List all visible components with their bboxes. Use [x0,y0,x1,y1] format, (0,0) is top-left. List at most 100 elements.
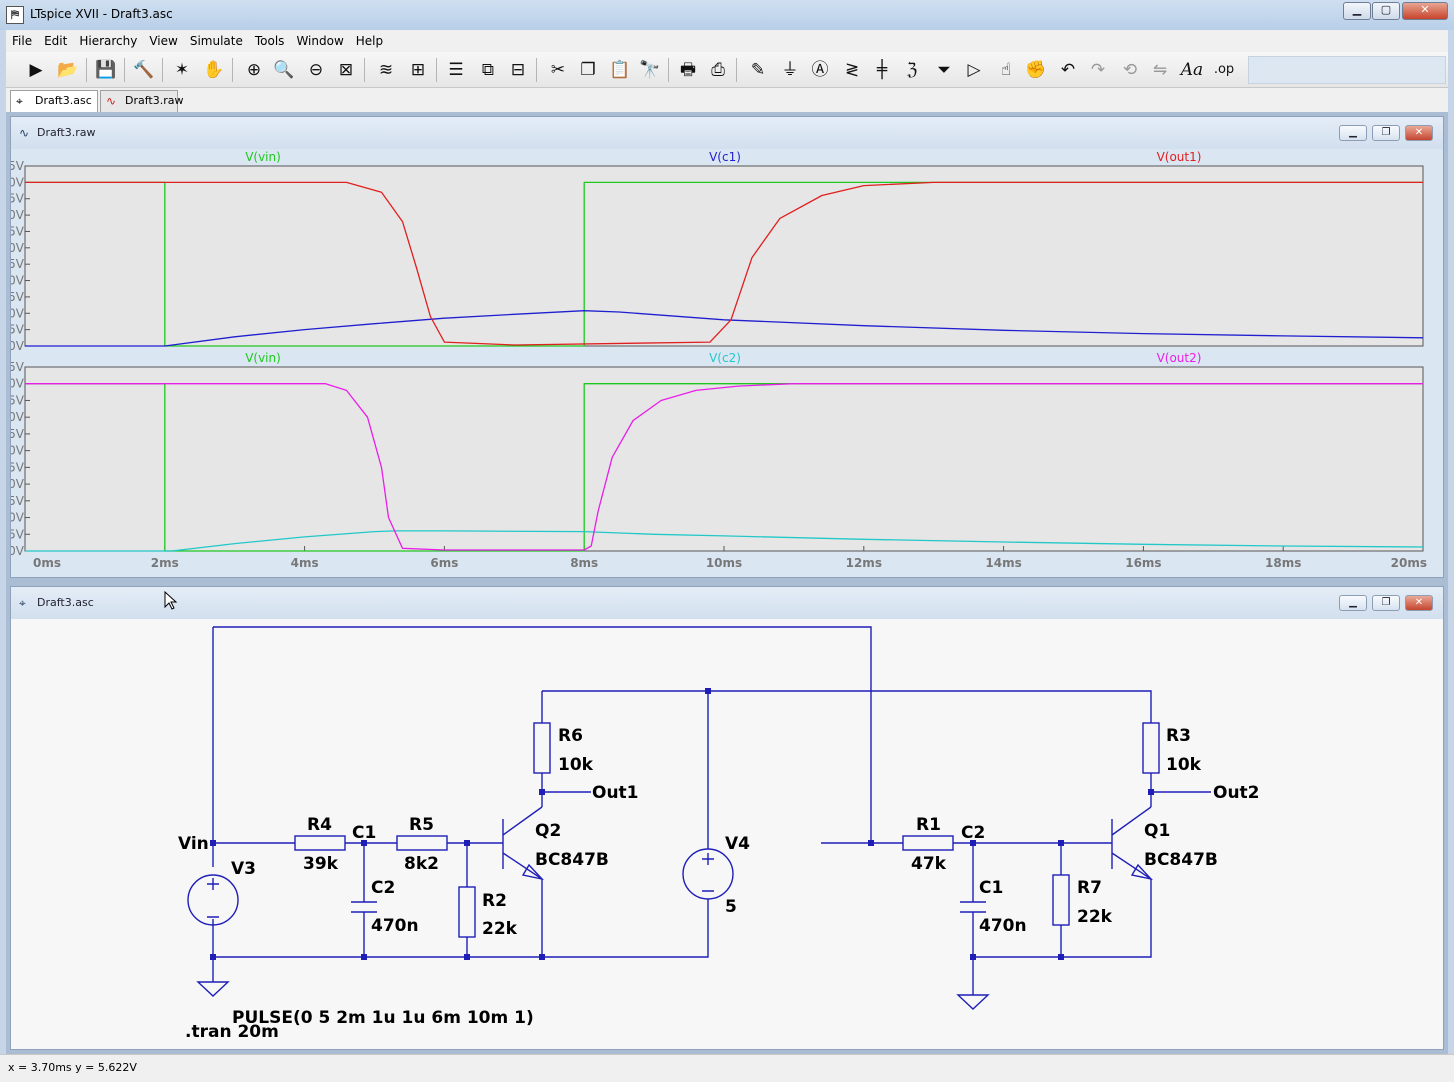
waveform-window-titlebar[interactable]: ∿ Draft3.raw ▁ ❐ ✕ [11,117,1443,149]
legend-vin-2[interactable]: V(vin) [245,351,281,365]
legend-c2[interactable]: V(c2) [709,351,741,365]
waveform-plot-area[interactable]: V(vin) V(c1) V(out1) V(vin) V(c2) V(out2… [11,149,1443,577]
resistor-r4[interactable] [294,835,346,851]
restore-button[interactable]: ❐ [1372,595,1400,611]
close-button[interactable]: ✕ [1402,2,1448,20]
capacitor-icon[interactable]: ╪ [876,60,888,80]
autorange-icon[interactable]: ≋ [378,60,394,80]
resistor-icon[interactable]: ≷ [844,60,860,80]
schematic-canvas[interactable]: Vin V3 R4 39k C1 R5 8k2 C2 470n R2 22k Q… [11,619,1443,1049]
voltage-source-v4[interactable] [682,848,734,900]
cursor-coordinates: x = 3.70ms y = 5.622V [8,1061,137,1074]
label-r4: R4 [307,815,332,835]
menu-window[interactable]: Window [296,34,344,48]
print-setup-icon[interactable]: ⎙ [711,60,725,80]
drag-icon[interactable]: ✊ [1025,60,1047,80]
legend-c1[interactable]: V(c1) [709,150,741,164]
redo-icon[interactable]: ↷ [1090,60,1106,80]
minimize-button[interactable]: ▁ [1339,125,1367,141]
control-panel-icon[interactable]: 🔨 [133,60,155,80]
minimize-button[interactable]: ▁ [1339,595,1367,611]
ground-symbol-right[interactable] [956,994,990,1010]
legend-out2[interactable]: V(out2) [1157,351,1202,365]
find-icon[interactable]: 🔭 [639,60,661,80]
maximize-button[interactable]: ▢ [1372,2,1400,20]
plot-pane-1[interactable] [24,165,1424,347]
label-q1: Q1 [1144,821,1170,841]
x-tick-label: 12ms [846,556,882,570]
resistor-r6[interactable] [533,722,551,774]
menu-help[interactable]: Help [355,34,384,48]
cut-icon[interactable]: ✂ [550,60,566,80]
diode-icon[interactable]: ⏷ [937,60,951,80]
trace-vc2[interactable] [25,530,1424,552]
trace-vc1[interactable] [25,310,1424,347]
cascade-icon[interactable]: ⧉ [481,60,495,80]
plot-pane-2[interactable] [24,366,1424,552]
spice-directive-tran: .tran 20m [185,1022,279,1042]
paste-icon[interactable]: 📋 [609,60,631,80]
ground-symbol-left[interactable] [196,981,230,997]
print-icon[interactable]: 🖶 [679,60,697,80]
menu-hierarchy[interactable]: Hierarchy [79,34,138,48]
resistor-r7[interactable] [1052,874,1070,926]
rotate-icon[interactable]: ⟲ [1122,60,1138,80]
menu-file[interactable]: File [12,34,33,48]
x-tick-label: 4ms [291,556,319,570]
resistor-r5[interactable] [396,835,448,851]
voltage-source-v3[interactable] [187,874,239,926]
menu-view[interactable]: View [149,34,178,48]
traces-pane-1 [25,181,1424,347]
component-icon[interactable]: ▷ [967,60,981,80]
open-icon[interactable]: 📂 [57,60,79,80]
save-icon[interactable]: 💾 [95,60,117,80]
mirror-icon[interactable]: ⇋ [1152,60,1168,80]
ground-icon[interactable]: ⏚ [781,60,799,80]
trace-vout1[interactable] [25,181,1423,346]
legend-vin-1[interactable]: V(vin) [245,150,281,164]
spice-directive-icon[interactable]: .op [1213,62,1235,77]
restore-button[interactable]: ❐ [1372,125,1400,141]
y-tick-label: 4.0V [11,208,25,222]
tile-horizontal-icon[interactable]: ☰ [448,60,464,80]
tab-draft3-raw[interactable]: ∿ Draft3.raw [100,90,183,112]
zoom-area-icon[interactable]: 🔍 [273,60,295,80]
menu-tools[interactable]: Tools [254,34,285,48]
copy-icon[interactable]: ❐ [580,60,596,80]
resistor-r3[interactable] [1142,722,1160,774]
inductor-icon[interactable]: ℨ [906,60,918,80]
menu-simulate[interactable]: Simulate [189,34,243,48]
zoom-out-icon[interactable]: ⊖ [308,60,324,80]
legend-out1[interactable]: V(out1) [1157,150,1202,164]
resistor-r1[interactable] [902,835,954,851]
grid-icon[interactable]: ⊞ [410,60,426,80]
pan-icon[interactable]: ✋ [203,60,225,80]
close-button[interactable]: ✕ [1405,125,1433,141]
model-q1: BC847B [1144,850,1218,870]
zoom-in-icon[interactable]: ⊕ [246,60,262,80]
y-tick-label: 3.5V [11,427,25,441]
draw-wire-icon[interactable]: ✎ [750,60,766,80]
resistor-r2[interactable] [458,886,476,938]
undo-icon[interactable]: ↶ [1060,60,1076,80]
waveform-window: ∿ Draft3.raw ▁ ❐ ✕ V(vin) V(c1) V(out1) … [10,116,1444,578]
close-button[interactable]: ✕ [1405,595,1433,611]
text-icon[interactable]: Aa [1180,60,1204,80]
menu-edit[interactable]: Edit [44,34,68,48]
ltspice-icon[interactable]: ⛿ [6,6,24,24]
minimize-button[interactable]: ▁ [1343,2,1371,20]
capacitor-c2-left[interactable] [351,901,377,913]
schematic-window-titlebar[interactable]: ⌖ Draft3.asc ▁ ❐ ✕ [11,587,1443,619]
run-icon[interactable]: ▶ [29,60,43,80]
tile-vertical-icon[interactable]: ⊟ [510,60,526,80]
probe-icon[interactable]: ✶ [174,60,190,80]
zoom-fit-icon[interactable]: ⊠ [338,60,354,80]
trace-vout2[interactable] [25,383,1423,551]
move-icon[interactable]: ☝ [1000,60,1012,80]
transistor-q1[interactable] [1111,806,1154,881]
tab-draft3-asc[interactable]: ⌖ Draft3.asc [10,90,98,112]
wires[interactable] [212,626,1211,995]
transistor-q2[interactable] [502,806,545,881]
capacitor-c1-right[interactable] [960,901,986,913]
label-net-icon[interactable]: Ⓐ [811,60,829,80]
